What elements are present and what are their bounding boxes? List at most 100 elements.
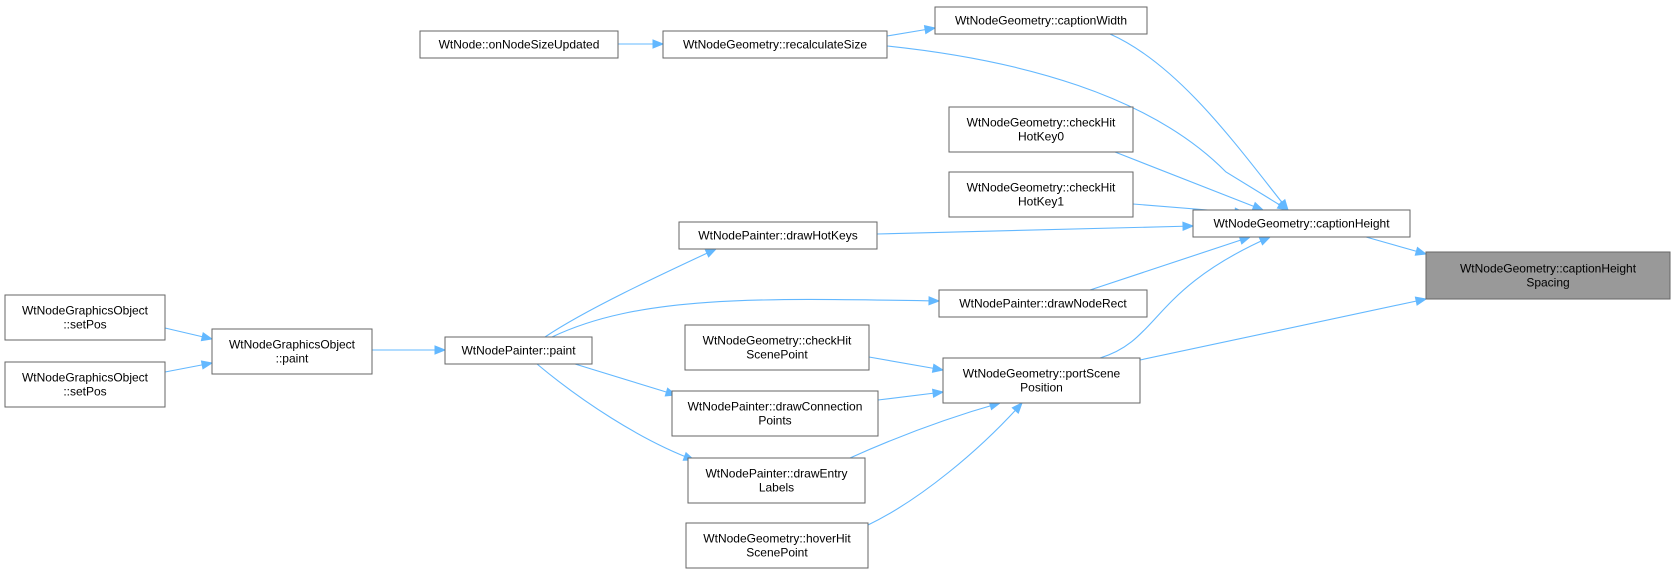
- edge-painterPaint-to-drawHotKeys: [544, 248, 718, 338]
- edge-line: [877, 391, 944, 401]
- node-drawHotKeys[interactable]: WtNodePainter::drawHotKeys: [678, 221, 878, 250]
- node-label: WtNodeGeometry::captionHeight: [1460, 262, 1637, 276]
- arrow-head: [1182, 221, 1195, 232]
- node-label: WtNodePainter::drawHotKeys: [698, 229, 857, 243]
- node-box: [942, 357, 1141, 404]
- edge-graphicsPaint-to-painterPaint: [372, 345, 447, 355]
- node-box: [1425, 251, 1671, 300]
- node-label: Labels: [759, 481, 794, 495]
- edge-recalculateSize-to-captionHeight: [886, 45, 1290, 211]
- arrow-head: [1276, 200, 1290, 211]
- nodes-layer: WtNodeGeometry::captionHeightSpacingWtNo…: [4, 6, 1671, 569]
- node-box: [685, 522, 869, 569]
- edge-line: [1089, 236, 1251, 291]
- edge-drawNodeRect-to-captionHeight: [1089, 235, 1252, 291]
- node-captionWidth[interactable]: WtNodeGeometry::captionWidth: [934, 6, 1148, 35]
- arrow-head: [1251, 201, 1265, 211]
- node-label: Position: [1020, 381, 1063, 395]
- node-label: WtNodeGraphicsObject: [22, 371, 149, 385]
- node-box: [948, 171, 1134, 218]
- node-box: [4, 361, 166, 408]
- node-label: WtNodeGeometry::hoverHit: [703, 532, 851, 546]
- node-box: [4, 294, 166, 341]
- edge-drawHotKeys-to-captionHeight: [876, 221, 1195, 235]
- node-label: Points: [758, 414, 791, 428]
- node-box: [419, 30, 619, 59]
- edge-captionHeight-to-root: [1365, 236, 1428, 256]
- node-label: ::setPos: [63, 385, 106, 399]
- node-label: ::paint: [276, 352, 309, 366]
- node-painterPaint[interactable]: WtNodePainter::paint: [444, 336, 593, 365]
- edge-recalculateSize-to-captionWidth: [886, 25, 937, 37]
- edge-checkHitScenePoint-to-portScenePosition: [868, 356, 945, 373]
- arrow-head: [200, 360, 214, 370]
- edge-line: [536, 363, 695, 461]
- node-captionHeight[interactable]: WtNodeGeometry::captionHeight: [1192, 209, 1411, 238]
- node-box: [687, 457, 866, 504]
- node-label: WtNodeGraphicsObject: [229, 338, 356, 352]
- node-drawNodeRect[interactable]: WtNodePainter::drawNodeRect: [938, 289, 1148, 318]
- node-box: [662, 30, 888, 59]
- edge-line: [849, 402, 1001, 459]
- edge-captionWidth-to-captionHeight: [1109, 33, 1289, 212]
- arrow-head: [1414, 296, 1428, 306]
- arrow-head: [652, 39, 665, 49]
- node-setPos1[interactable]: WtNodeGraphicsObject::setPos: [4, 294, 166, 341]
- node-label: ScenePoint: [746, 348, 808, 362]
- edge-portScenePosition-to-root: [1139, 296, 1428, 361]
- node-box: [211, 328, 373, 375]
- node-label: WtNodeGeometry::recalculateSize: [683, 38, 867, 52]
- edge-line: [544, 248, 717, 338]
- node-label: WtNodeGraphicsObject: [22, 304, 149, 318]
- node-recalculateSize[interactable]: WtNodeGeometry::recalculateSize: [662, 30, 888, 59]
- edge-painterPaint-to-drawEntryLabels: [536, 363, 696, 461]
- node-box: [1192, 209, 1411, 238]
- arrow-head: [704, 248, 718, 258]
- node-label: Spacing: [1526, 276, 1569, 290]
- node-label: HotKey1: [1018, 195, 1064, 209]
- arrow-head: [1414, 246, 1428, 256]
- edge-onNodeSizeUpdated-to-recalculateSize: [618, 39, 665, 49]
- node-graphicsPaint[interactable]: WtNodeGraphicsObject::paint: [211, 328, 373, 375]
- edges-layer: [164, 25, 1428, 526]
- node-label: WtNodeGeometry::checkHit: [967, 116, 1116, 130]
- node-box: [934, 6, 1148, 35]
- node-label: WtNodePainter::drawNodeRect: [959, 297, 1127, 311]
- node-box: [444, 336, 593, 365]
- node-label: WtNode::onNodeSizeUpdated: [439, 38, 600, 52]
- edge-line: [1139, 298, 1427, 361]
- edge-painterPaint-to-drawConnectionPoints: [574, 363, 678, 397]
- node-label: WtNodeGeometry::captionWidth: [955, 14, 1127, 28]
- node-label: WtNodePainter::drawEntry: [705, 467, 847, 481]
- node-box: [671, 390, 879, 437]
- node-setPos2[interactable]: WtNodeGraphicsObject::setPos: [4, 361, 166, 408]
- node-label: WtNodePainter::paint: [461, 344, 576, 358]
- node-label: ScenePoint: [746, 546, 808, 560]
- edge-line: [1114, 151, 1264, 211]
- arrow-head: [200, 331, 214, 342]
- edge-line: [867, 402, 1023, 526]
- edge-painterPaint-to-drawNodeRect: [551, 296, 941, 338]
- node-box: [684, 324, 870, 371]
- arrow-head: [928, 296, 941, 306]
- edge-setPos2-to-graphicsPaint: [164, 360, 214, 373]
- node-label: ::setPos: [63, 318, 106, 332]
- edge-line: [868, 356, 944, 371]
- edge-line: [876, 225, 1194, 235]
- arrow-head: [1011, 401, 1023, 414]
- arrow-head: [1258, 236, 1272, 246]
- edge-hoverHitScenePoint-to-portScenePosition: [867, 401, 1023, 526]
- node-label: WtNodeGeometry::checkHit: [967, 181, 1116, 195]
- node-label: WtNodePainter::drawConnection: [688, 400, 863, 414]
- node-onNodeSizeUpdated[interactable]: WtNode::onNodeSizeUpdated: [419, 30, 619, 59]
- edge-line: [1099, 236, 1271, 359]
